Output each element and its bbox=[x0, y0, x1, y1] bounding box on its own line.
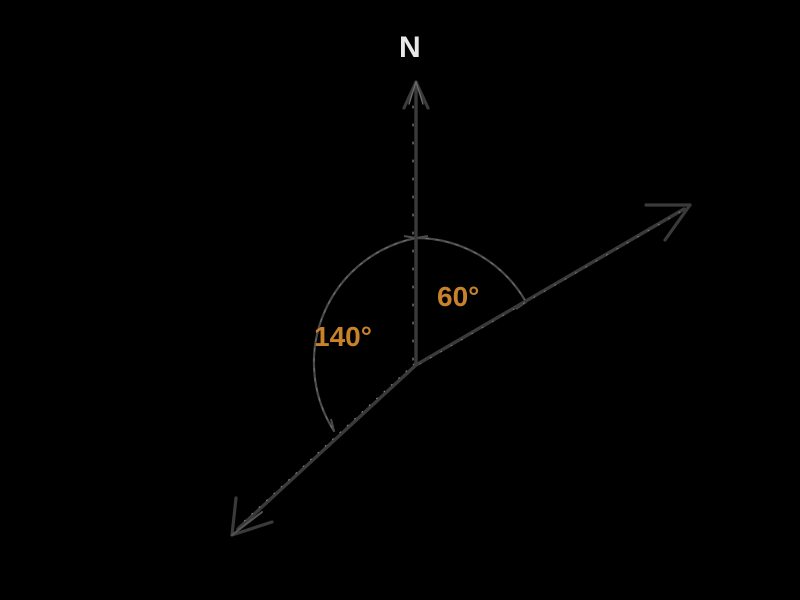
north-label: N bbox=[399, 31, 421, 64]
bearing-ray-lower-left bbox=[236, 363, 418, 531]
bearing-ray-lower-left-highlight bbox=[239, 363, 415, 526]
arc-140-group bbox=[312, 235, 418, 433]
arc-140-start-tick bbox=[403, 235, 417, 239]
angle-label-60: 60° bbox=[437, 281, 480, 312]
arrowhead-north-icon bbox=[402, 80, 430, 110]
arrowhead-lower-left-icon bbox=[230, 496, 274, 537]
arc-140-end-tick bbox=[330, 418, 335, 432]
arrowhead-upper-right-icon bbox=[644, 203, 692, 242]
bearing-ray-upper-right-highlight bbox=[419, 210, 683, 365]
north-ray-group bbox=[412, 84, 418, 367]
arc-60-start-tick bbox=[415, 235, 429, 239]
angle-label-140: 140° bbox=[314, 321, 372, 352]
bearing-ray-upper-right bbox=[414, 207, 686, 367]
arc-60 bbox=[414, 236, 528, 304]
bearing-line-group bbox=[236, 207, 686, 531]
arc-140-highlight bbox=[313, 237, 417, 432]
